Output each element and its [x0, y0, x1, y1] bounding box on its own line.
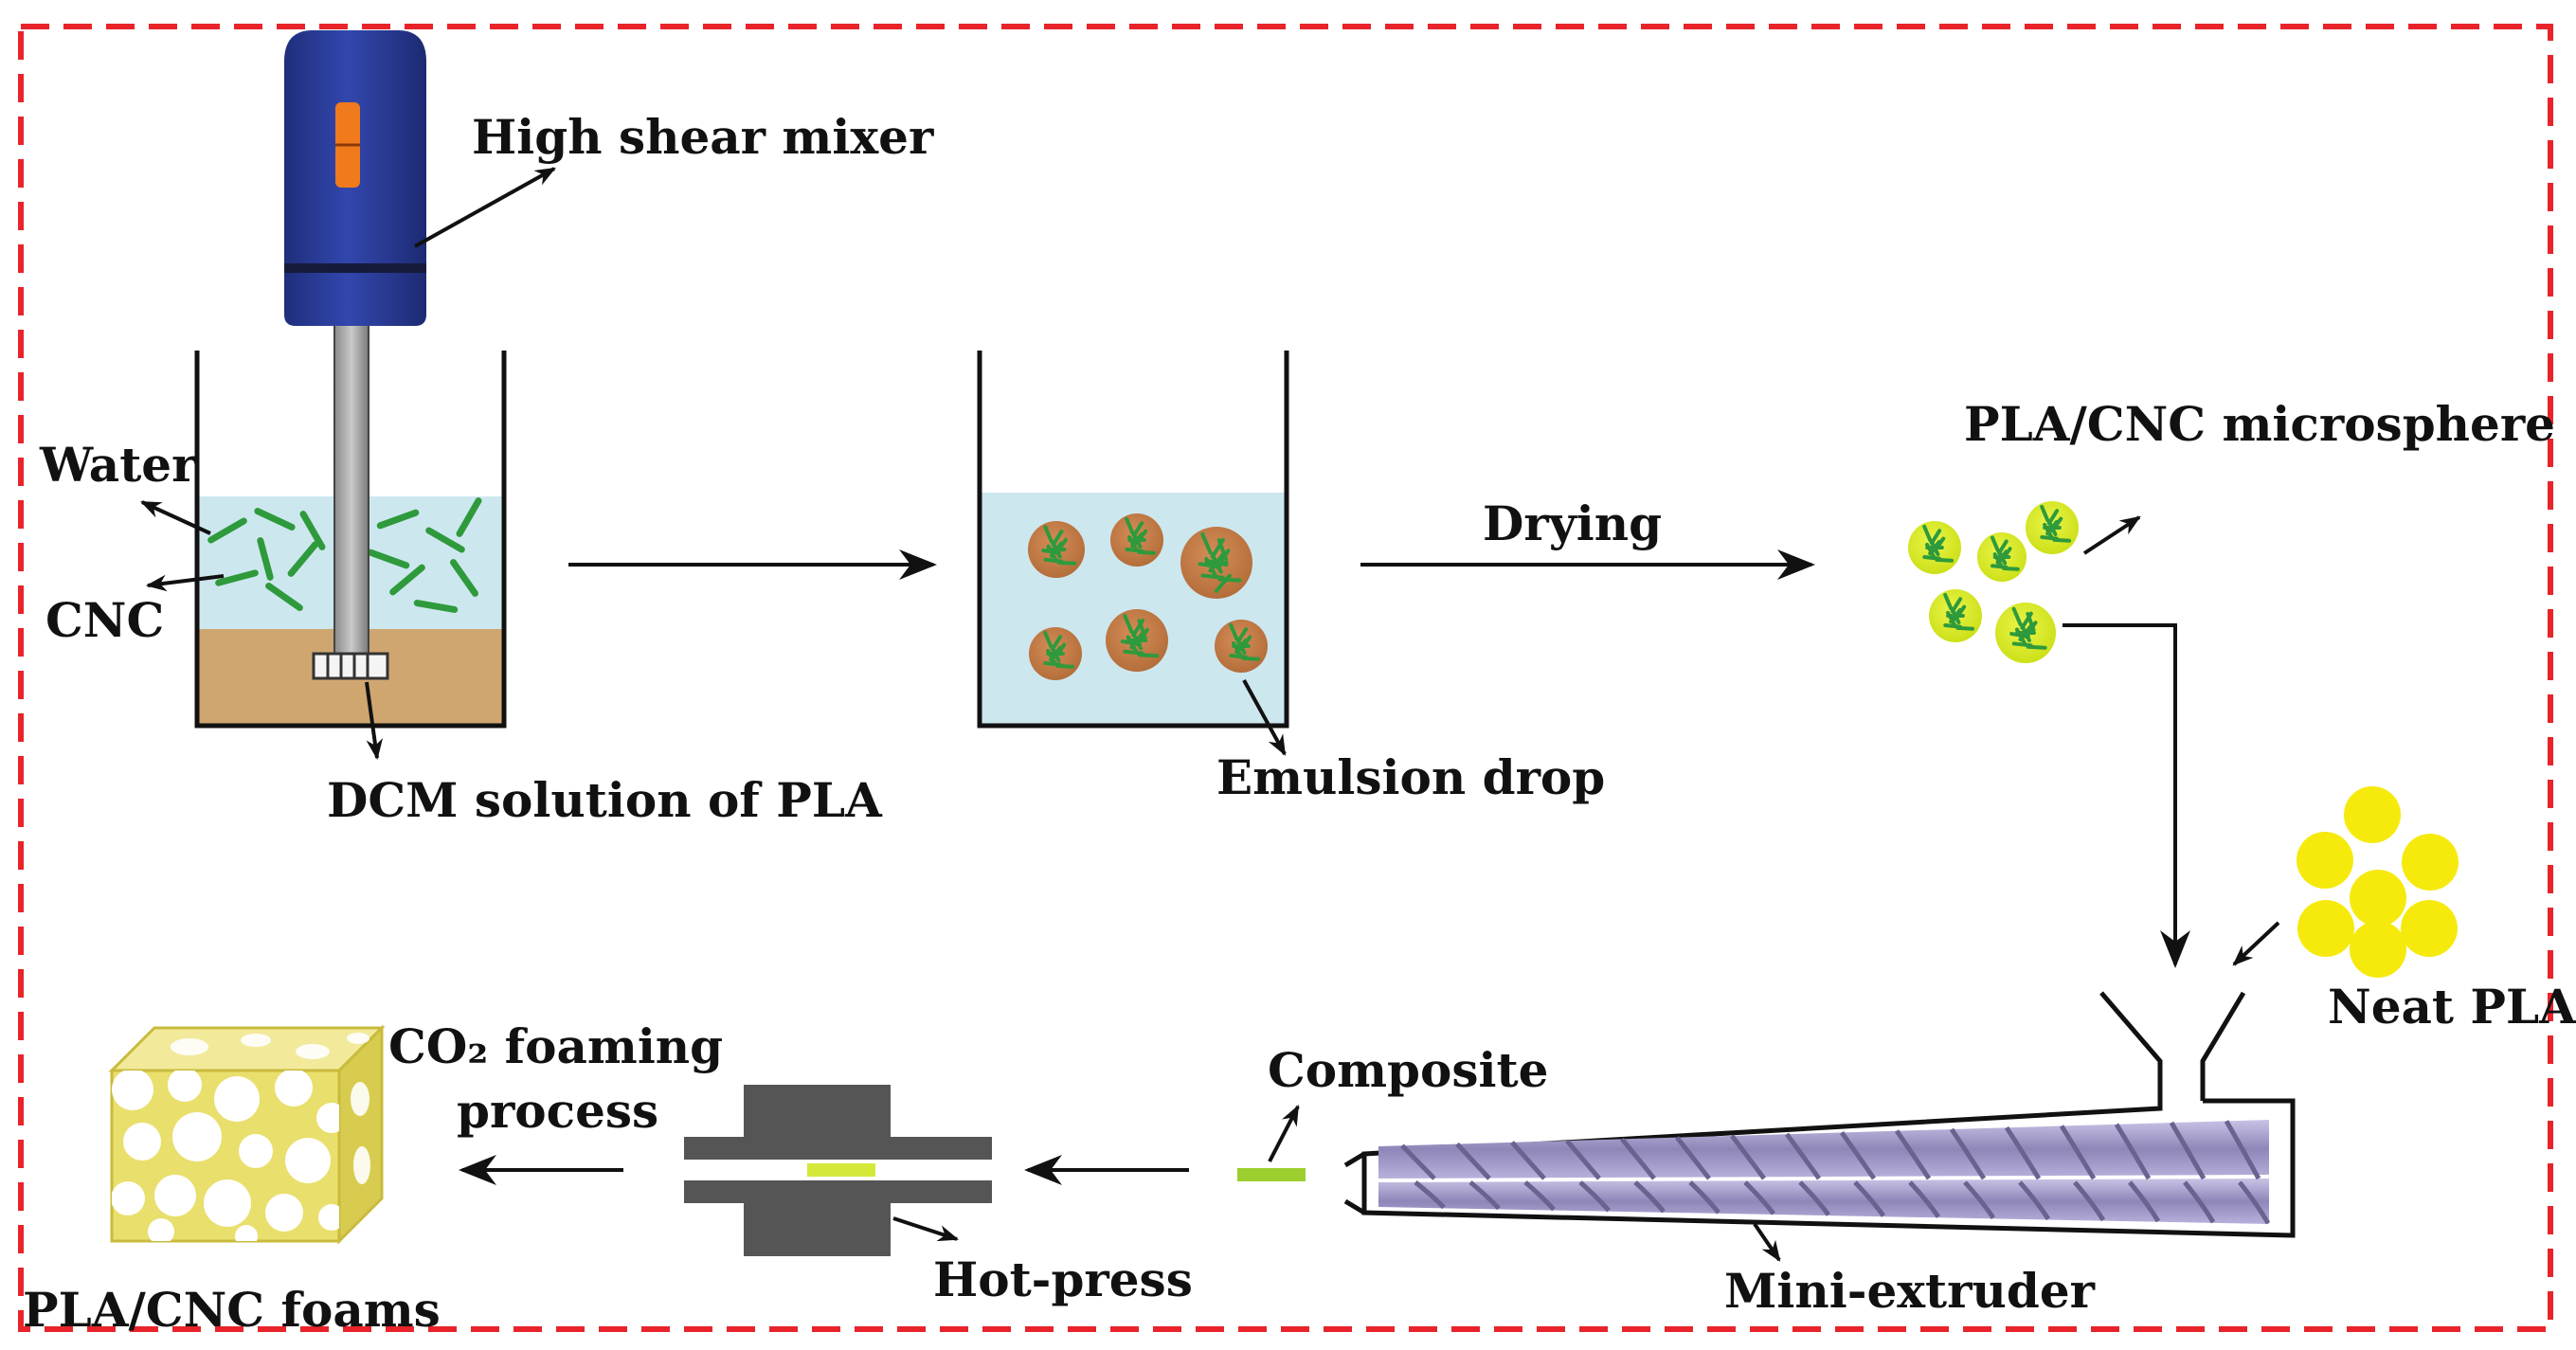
- neat-pla-pellets: [2297, 786, 2459, 978]
- label-dcm-solution: DCM solution of PLA: [327, 772, 883, 828]
- emulsion-drop: [1110, 513, 1163, 567]
- high-shear-mixer: [284, 30, 426, 680]
- label-mini-extruder: Mini-extruder: [1724, 1263, 2096, 1319]
- cnc-rod: [254, 508, 296, 531]
- label-water: Water: [39, 437, 197, 493]
- labels: High shear mixer Water CNC DCM solution …: [23, 109, 2576, 1338]
- foam-pore: [123, 1123, 161, 1161]
- foam-pore: [112, 1071, 153, 1110]
- mini-extruder: [1343, 991, 2296, 1238]
- label-microsphere: PLA/CNC microsphere: [1964, 396, 2555, 452]
- label-cnc: CNC: [45, 592, 164, 648]
- foam-pore: [214, 1076, 260, 1122]
- label-high-shear-mixer: High shear mixer: [472, 109, 934, 165]
- arrow-neat-pla-to-hopper: [2232, 921, 2280, 966]
- foam-pore: [154, 1175, 196, 1216]
- emulsion-drop: [1028, 521, 1085, 578]
- cnc-rod: [265, 583, 303, 611]
- foam-pore: [316, 1103, 339, 1133]
- label-emulsion-drop: Emulsion drop: [1216, 749, 1605, 805]
- cnc-rod: [389, 564, 425, 596]
- dashed-border: [18, 24, 2553, 1332]
- cnc-rod: [425, 527, 465, 553]
- foam-pore: [239, 1134, 273, 1168]
- microsphere: [1995, 603, 2056, 663]
- cnc-rods: [207, 497, 482, 613]
- label-drying: Drying: [1483, 495, 1662, 551]
- microsphere: [1977, 532, 2027, 582]
- pla-cnc-foam-cube: [108, 1024, 386, 1245]
- beaker-2-outline: [977, 351, 1289, 729]
- composite-strand: [1237, 1168, 1306, 1181]
- emulsion-drop: [1029, 627, 1082, 680]
- hot-press: [684, 1085, 992, 1256]
- foam-pore: [168, 1071, 202, 1102]
- pla-cnc-microspheres: [1908, 501, 2079, 663]
- label-co2-line1: CO₂ foaming: [388, 1018, 723, 1074]
- foam-pore: [235, 1225, 258, 1241]
- cnc-rod: [257, 537, 274, 581]
- mixer-band: [284, 263, 426, 273]
- cnc-rod: [215, 569, 259, 586]
- label-foams: PLA/CNC foams: [23, 1282, 441, 1338]
- mixer-shaft: [333, 321, 369, 657]
- foam-pore: [318, 1204, 339, 1231]
- cnc-rod: [450, 559, 478, 597]
- cnc-rod: [287, 541, 319, 577]
- beaker-2: [977, 351, 1289, 729]
- cnc-rod: [367, 549, 410, 569]
- emulsion-drop: [1180, 527, 1252, 599]
- foam-pore: [204, 1179, 251, 1227]
- emulsion-drops: [1028, 513, 1268, 680]
- label-co2-line2: process: [457, 1083, 658, 1139]
- foam-pore: [275, 1071, 313, 1107]
- foam-pore: [265, 1194, 303, 1232]
- microsphere: [1908, 521, 1961, 574]
- emulsion-drop: [1215, 620, 1268, 673]
- pressed-composite: [807, 1163, 875, 1177]
- cnc-rod: [299, 511, 326, 550]
- foam-pore: [148, 1218, 174, 1241]
- beaker-1-outline: [194, 351, 507, 729]
- label-neat-pla: Neat PLA: [2328, 979, 2576, 1035]
- label-composite: Composite: [1268, 1042, 1548, 1098]
- screw-upper: [1378, 1120, 2269, 1179]
- foam-pore: [172, 1112, 222, 1161]
- foam-pore: [112, 1181, 145, 1215]
- arrows: [140, 167, 2280, 1262]
- mixer-head: [312, 652, 389, 680]
- label-hot-press: Hot-press: [933, 1251, 1193, 1307]
- microsphere: [1929, 589, 1982, 642]
- arrow-microsphere-to-hopper: [2063, 623, 2190, 968]
- cnc-rod: [207, 517, 247, 544]
- emulsion-drop: [1106, 609, 1168, 672]
- cnc-rod: [376, 509, 420, 530]
- cnc-rod: [456, 497, 482, 537]
- extruder-barrel: [1361, 1098, 2296, 1238]
- foam-pore: [285, 1138, 331, 1183]
- cnc-rod: [413, 600, 459, 613]
- microsphere: [2026, 501, 2079, 554]
